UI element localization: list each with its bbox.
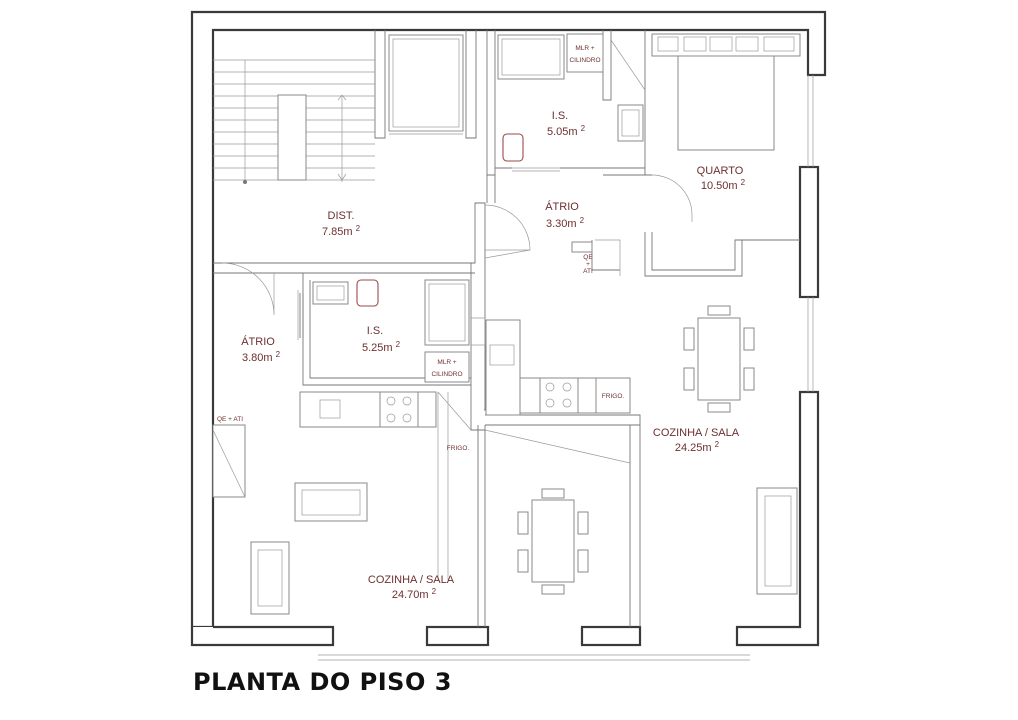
bedroom-bed [651, 33, 801, 222]
bathroom-top-fixtures [497, 33, 646, 172]
interior-walls [213, 30, 800, 627]
room-area-atrio-top: 3.30m 2 [546, 216, 585, 230]
room-name-quarto: QUARTO [697, 165, 744, 177]
dining-table-right [683, 305, 755, 413]
kitchen-left [212, 391, 472, 580]
mlr-top-label-2: CILINDRO [569, 57, 600, 64]
fixture-labels: MLR + CILINDRO MLR + CILINDRO QE + ATI Q… [217, 45, 624, 452]
plan-title: PLANTA DO PISO 3 [193, 668, 452, 696]
mlr-mid-label-1: MLR + [437, 359, 457, 366]
frigo-left: FRIGO. [447, 445, 470, 452]
room-area-cozinha-left: 24.70m 2 [392, 587, 437, 601]
room-area-quarto: 10.50m 2 [701, 178, 746, 192]
room-area-is-mid: 5.25m 2 [362, 340, 401, 354]
bathroom-mid-fixtures [312, 279, 470, 383]
qe-ati-small-2: + [586, 261, 590, 268]
room-name-atrio-top: ÁTRIO [545, 200, 579, 213]
exterior-walls [190, 10, 827, 661]
room-area-is-top: 5.05m 2 [547, 124, 586, 138]
sofas-left [250, 482, 368, 615]
room-name-dist: DIST. [328, 210, 355, 222]
room-area-dist: 7.85m 2 [322, 224, 361, 238]
room-name-atrio-left: ÁTRIO [241, 335, 275, 348]
qe-ati-small-1: QE [583, 254, 593, 261]
elevator [388, 34, 464, 135]
sofa-right [756, 487, 798, 595]
room-name-is-top: I.S. [552, 110, 569, 122]
mlr-top-label-1: MLR + [575, 45, 595, 52]
room-area-atrio-left: 3.80m 2 [242, 350, 281, 364]
doors [221, 204, 531, 346]
room-labels: DIST. 7.85m 2 I.S. 5.05m 2 QUARTO 10.50m… [241, 110, 745, 601]
qe-ati-left: QE + ATI [217, 416, 243, 423]
frigo-right: FRIGO. [602, 393, 625, 400]
staircase [213, 59, 375, 184]
mlr-mid-label-2: CILINDRO [431, 371, 462, 378]
qe-ati-small-3: ATI [583, 268, 593, 275]
room-area-cozinha-right: 24.25m 2 [675, 440, 720, 454]
room-name-cozinha-left: COZINHA / SALA [368, 574, 455, 586]
kitchen-right [485, 239, 631, 416]
room-name-is-mid: I.S. [367, 325, 384, 337]
room-name-cozinha-right: COZINHA / SALA [653, 427, 740, 439]
dining-table-left [484, 429, 631, 595]
